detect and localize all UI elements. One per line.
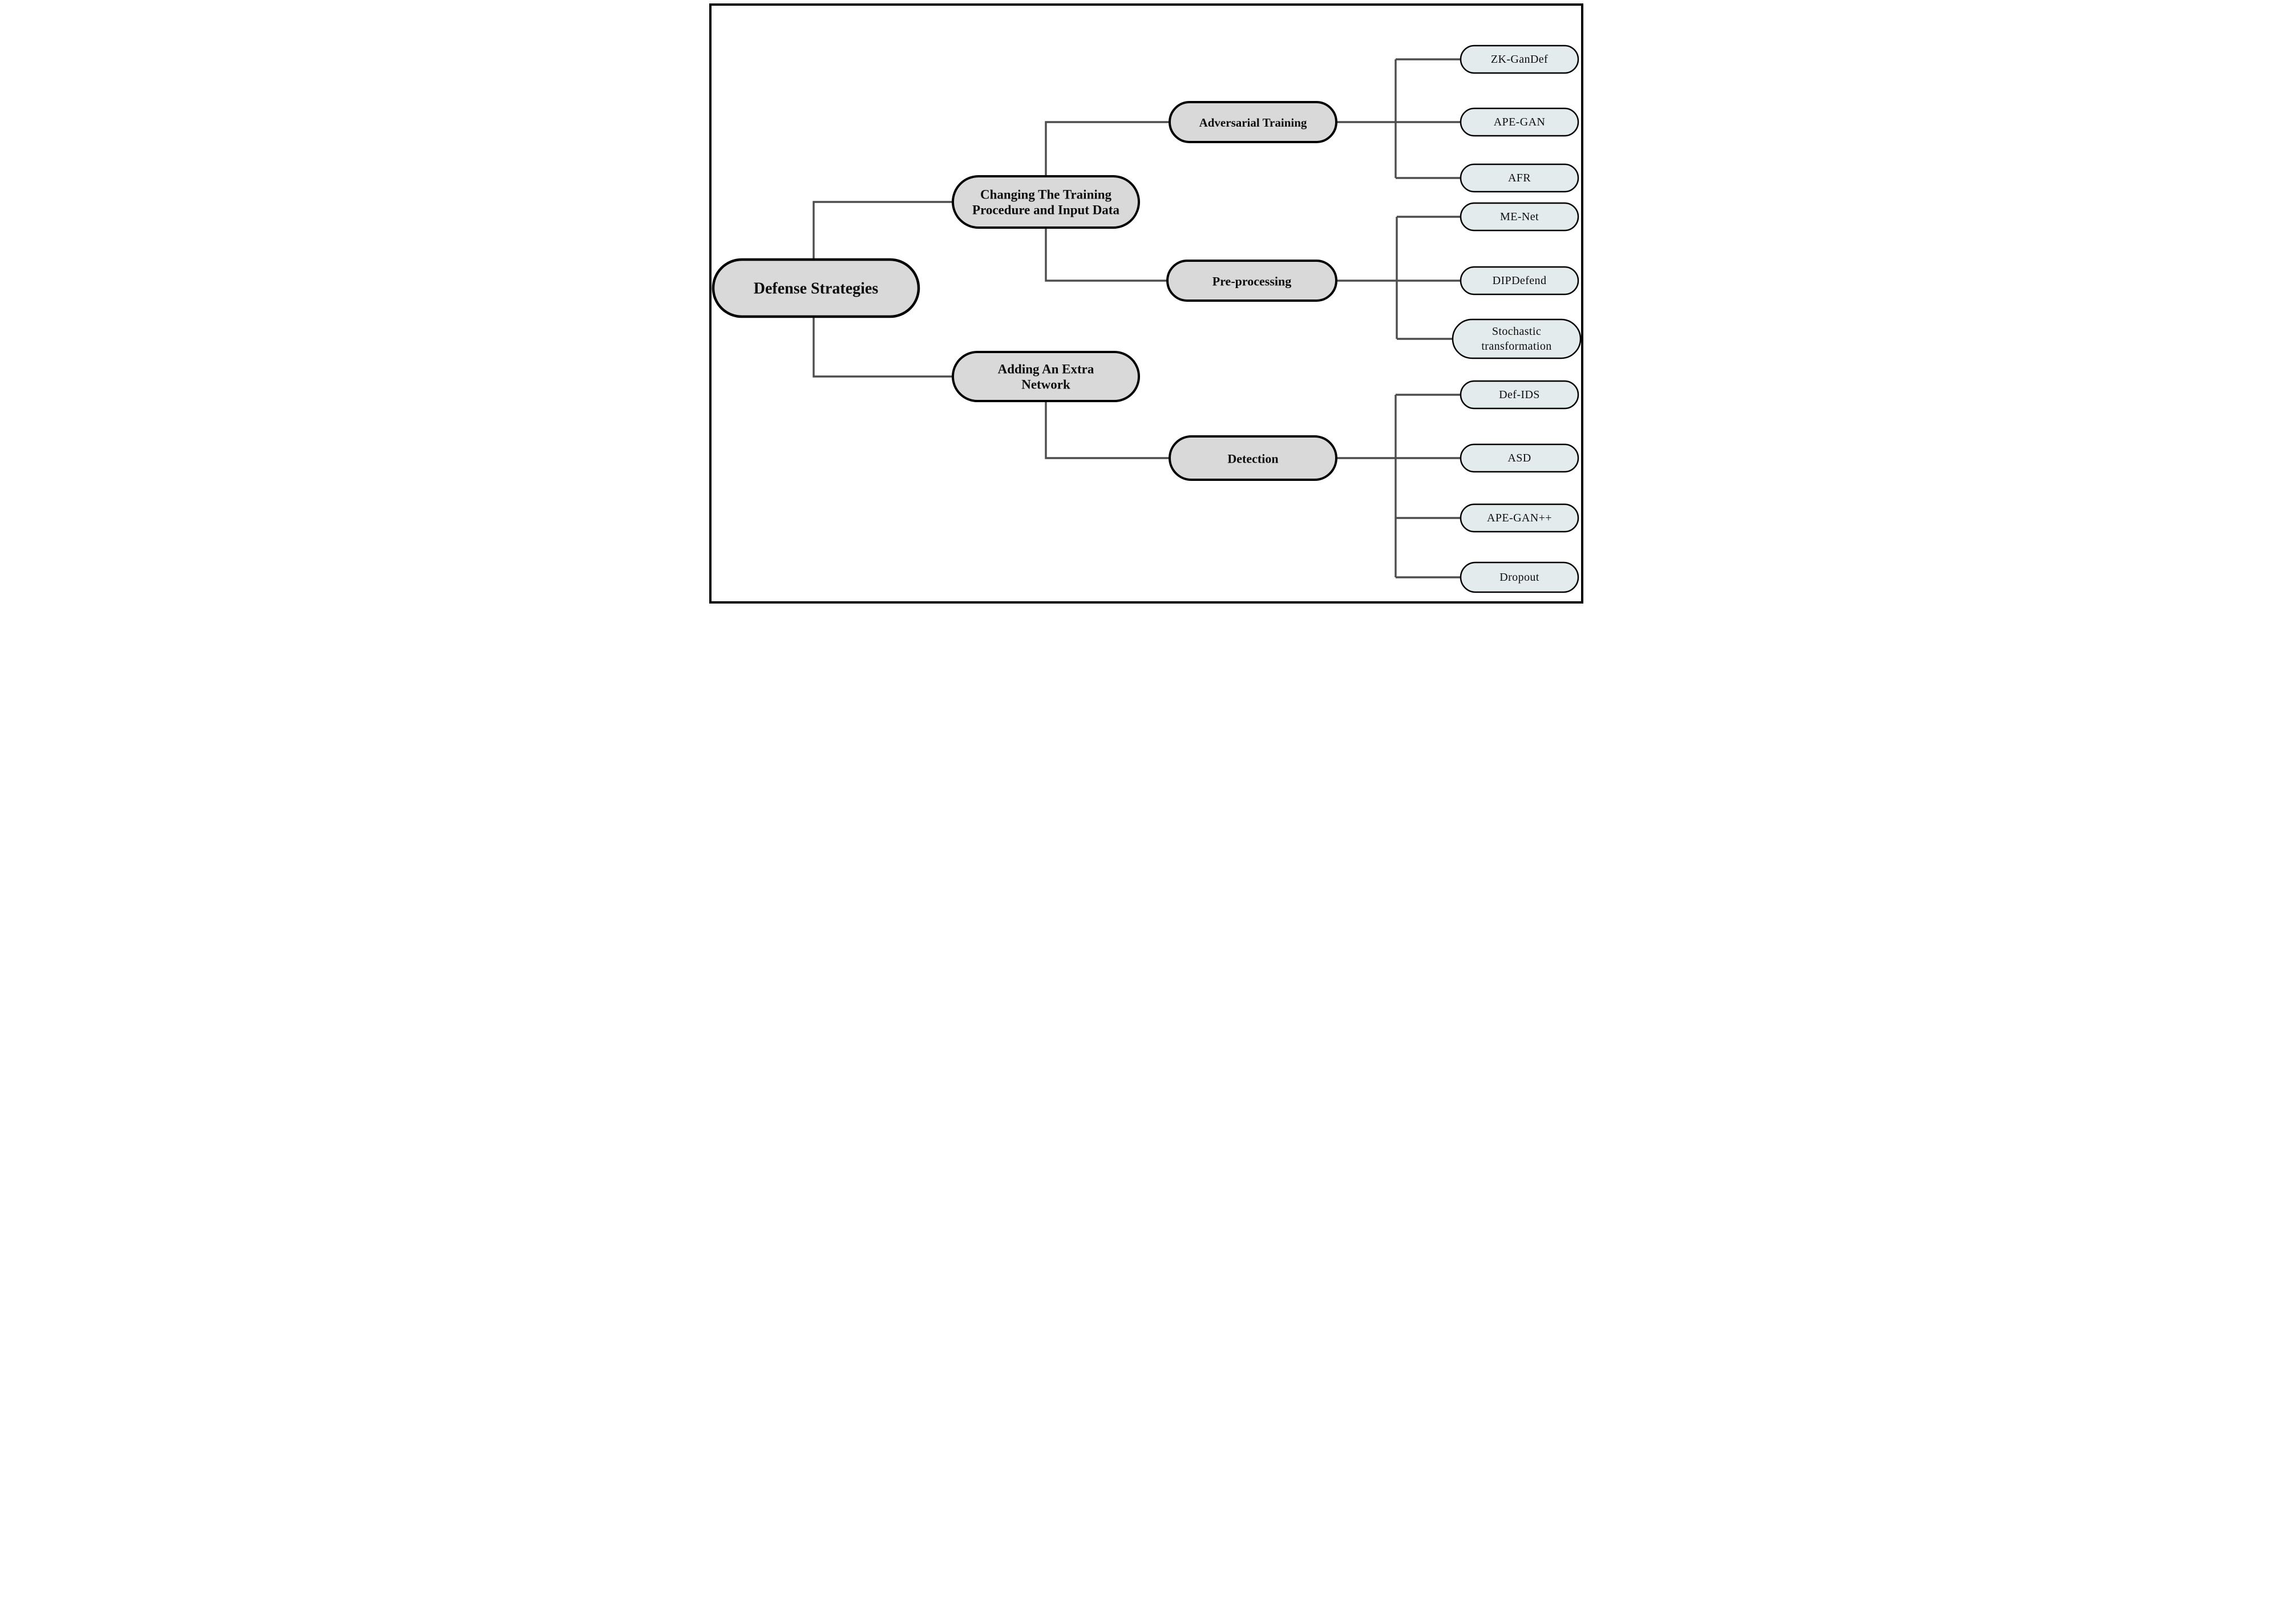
node-dipdefend: DIPDefend: [1460, 266, 1579, 295]
node-dipdefend-pill: [1460, 266, 1579, 295]
node-stochastic-transformation: Stochastic transformation: [1452, 318, 1581, 359]
tree-diagram-canvas: Defense Strategies Changing The Training…: [707, 0, 1589, 614]
connector-training-branch-to-pre-processing: [1044, 228, 1167, 282]
connector-extra-network-to-detection: [1044, 401, 1170, 459]
node-ape-gan-label: APE-GAN: [1493, 116, 1545, 128]
node-dipdefend-label: DIPDefend: [1492, 274, 1546, 287]
node-changing-training-procedure-label-line1: Changing The Training: [980, 188, 1111, 202]
node-zk-gandef-label: ZK-GanDef: [1490, 53, 1547, 66]
node-me-net-pill: [1460, 202, 1579, 232]
node-asd-pill: [1460, 443, 1579, 473]
node-dropout-label: Dropout: [1499, 571, 1539, 584]
node-changing-training-procedure-pill: [951, 175, 1140, 229]
node-me-net: ME-Net: [1460, 202, 1579, 232]
node-me-net-label: ME-Net: [1500, 210, 1539, 223]
node-adversarial-training-label: Adversarial Training: [1199, 116, 1307, 129]
node-detection-pill: [1168, 435, 1337, 481]
node-asd-label: ASD: [1507, 452, 1531, 464]
node-adversarial-training-pill: [1168, 101, 1337, 143]
node-adding-extra-network: Adding An Extra Network: [951, 351, 1140, 402]
node-ape-gan-plus-plus-label: APE-GAN++: [1487, 512, 1552, 524]
node-def-ids-label: Def-IDS: [1499, 388, 1540, 401]
connector-root-to-training-branch: [812, 201, 953, 260]
node-def-ids-pill: [1460, 380, 1579, 410]
node-defense-strategies-label: Defense Strategies: [753, 280, 878, 298]
node-adversarial-training: Adversarial Training: [1168, 101, 1337, 143]
node-pre-processing-pill: [1166, 260, 1337, 302]
node-afr-pill: [1460, 163, 1579, 193]
node-ape-gan: APE-GAN: [1460, 107, 1579, 137]
node-pre-processing: Pre-processing: [1166, 260, 1337, 302]
node-stochastic-transformation-label-line1: Stochastic: [1491, 325, 1541, 338]
node-changing-training-procedure-label-line2: Procedure and Input Data: [972, 203, 1119, 217]
node-stochastic-transformation-pill: [1452, 318, 1581, 359]
node-defense-strategies: Defense Strategies: [712, 258, 920, 318]
node-ape-gan-plus-plus: APE-GAN++: [1460, 503, 1579, 533]
node-ape-gan-pill: [1460, 107, 1579, 137]
connector-training-branch-to-adversarial-training: [1044, 121, 1170, 176]
node-afr-label: AFR: [1507, 172, 1530, 184]
node-adding-extra-network-label-line1: Adding An Extra: [997, 362, 1094, 377]
defense-strategies-diagram: Defense Strategies Changing The Training…: [707, 0, 1589, 614]
connector-detection-to-methods: [1336, 394, 1461, 578]
node-defense-strategies-pill: [712, 258, 920, 318]
connector-root-to-extra-network-branch: [812, 317, 953, 378]
node-ape-gan-plus-plus-pill: [1460, 503, 1579, 533]
node-stochastic-transformation-label-line2: transformation: [1481, 340, 1551, 353]
node-detection-label: Detection: [1227, 452, 1278, 466]
node-pre-processing-label: Pre-processing: [1212, 274, 1291, 289]
node-dropout-pill: [1460, 561, 1579, 593]
node-asd: ASD: [1460, 443, 1579, 473]
connector-pre-processing-to-methods: [1336, 216, 1461, 340]
node-dropout: Dropout: [1460, 561, 1579, 593]
node-detection: Detection: [1168, 435, 1337, 481]
connector-adversarial-training-to-methods: [1336, 58, 1461, 179]
node-adding-extra-network-pill: [951, 351, 1140, 402]
node-adding-extra-network-label-line2: Network: [1021, 378, 1070, 392]
node-def-ids: Def-IDS: [1460, 380, 1579, 410]
node-afr: AFR: [1460, 163, 1579, 193]
node-changing-training-procedure: Changing The Training Procedure and Inpu…: [951, 175, 1140, 229]
node-zk-gandef: ZK-GanDef: [1460, 44, 1579, 74]
node-zk-gandef-pill: [1460, 44, 1579, 74]
